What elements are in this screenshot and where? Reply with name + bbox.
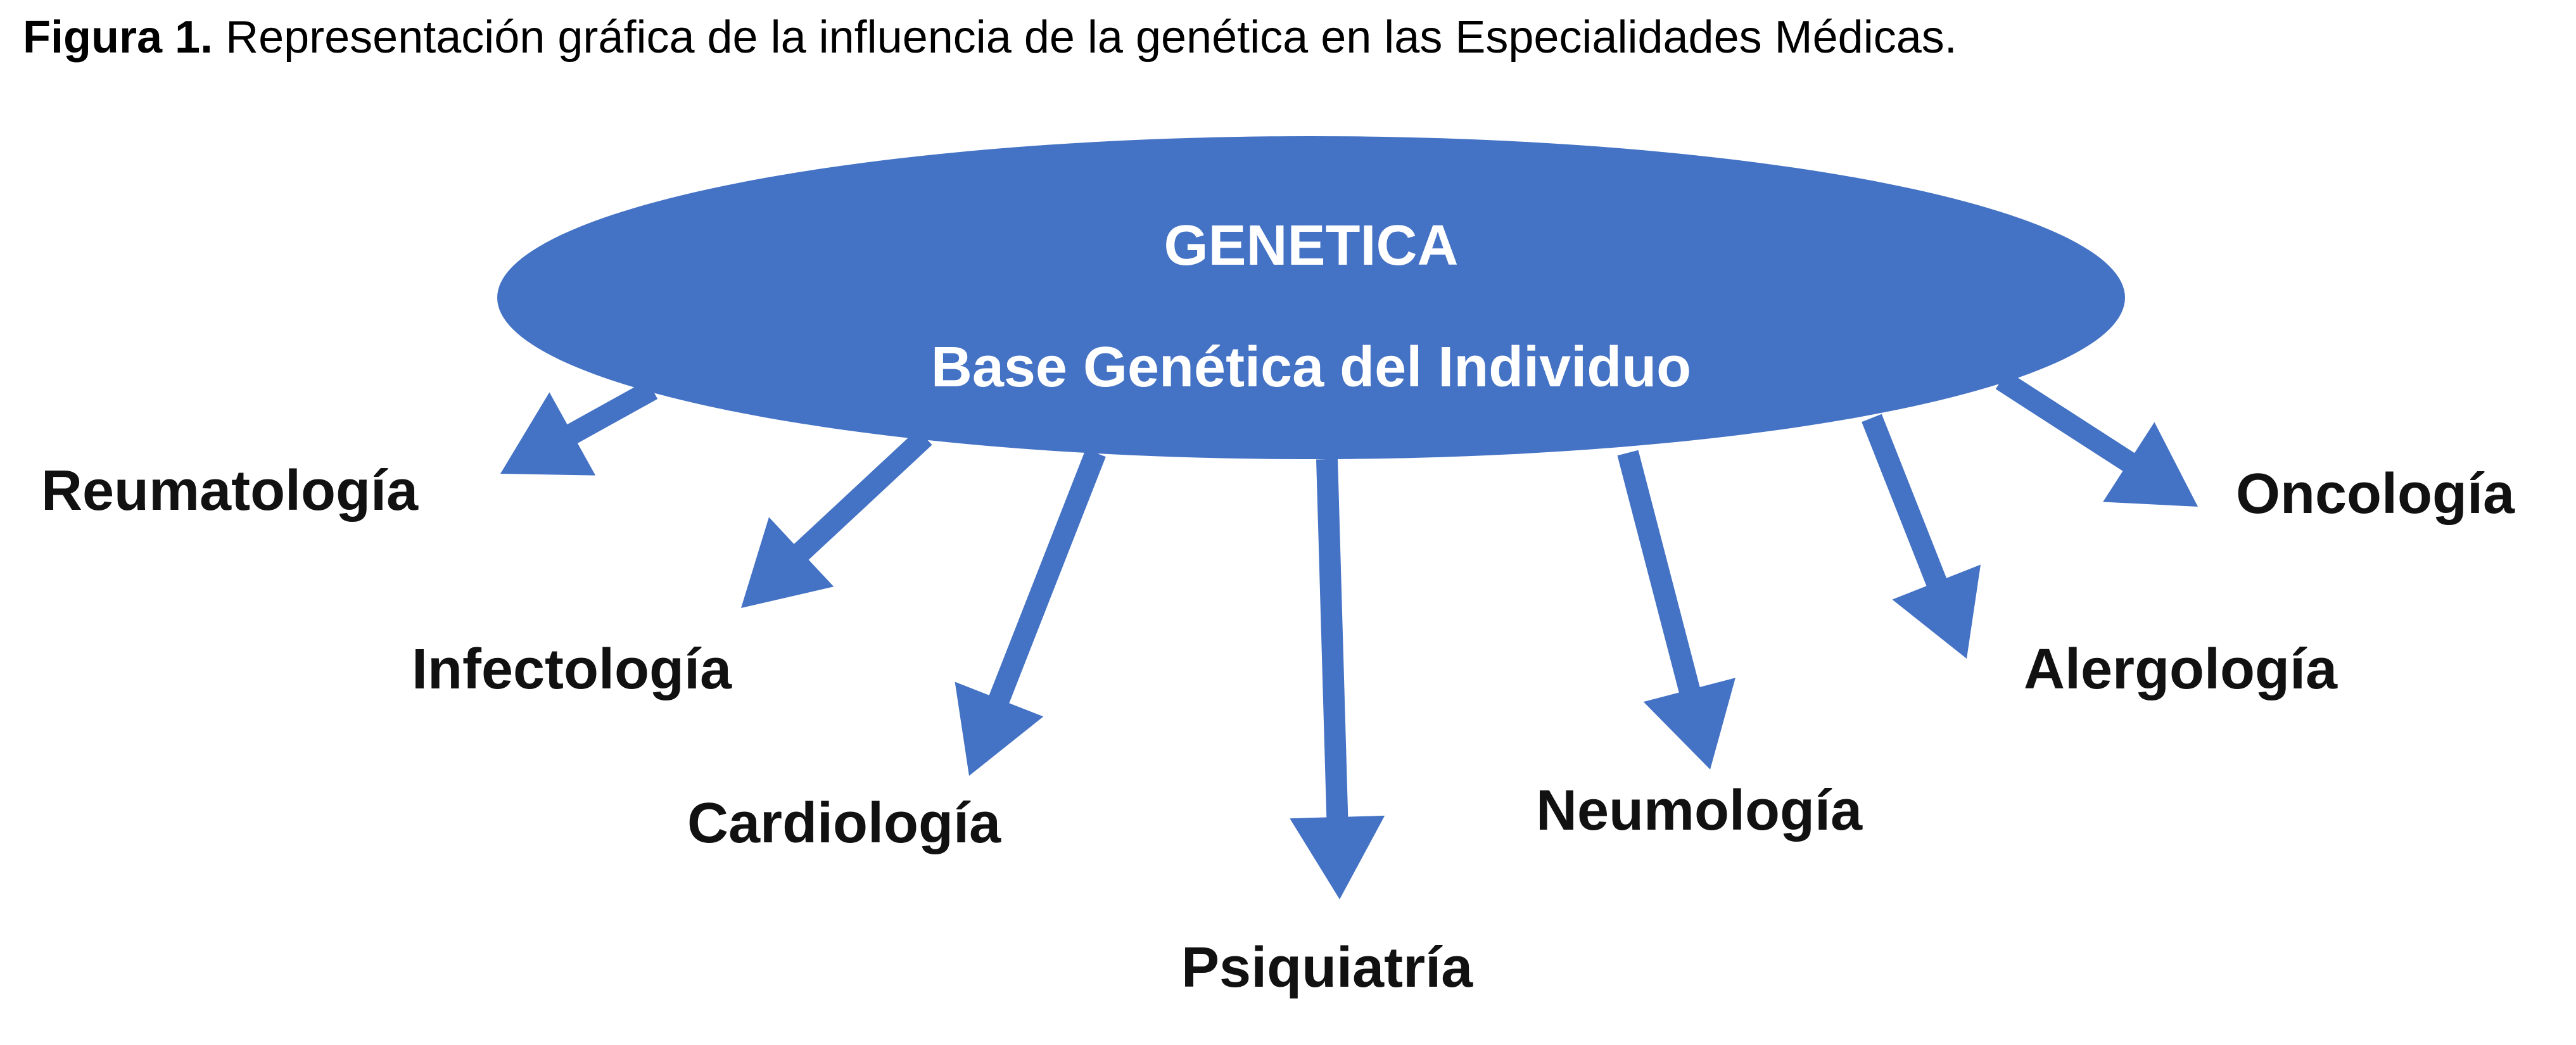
arrow-to-oncologia: [1995, 370, 2198, 507]
center-title: GENETICA: [1164, 214, 1458, 277]
arrows-group: [500, 370, 2198, 899]
figure-caption: Figura 1. Representación gráfica de la i…: [23, 11, 1957, 63]
caption-label: Figura 1.: [23, 12, 213, 63]
arrow-to-cardiologia: [955, 448, 1106, 776]
specialty-alergologia: Alergología: [2024, 638, 2338, 701]
arrow-to-neumologia: [1617, 450, 1735, 770]
specialty-cardiologia: Cardiología: [687, 792, 1001, 855]
center-subtitle: Base Genética del Individuo: [931, 336, 1691, 399]
arrow-to-alergologia: [1862, 414, 1981, 659]
arrow-to-reumatologia: [500, 380, 658, 476]
specialty-psiquiatria: Psiquiatría: [1181, 936, 1473, 999]
arrow-to-infectologia: [741, 429, 932, 608]
specialty-neumologia: Neumología: [1536, 779, 1863, 842]
specialty-reumatologia: Reumatología: [41, 459, 419, 522]
specialty-oncologia: Oncología: [2236, 462, 2515, 526]
caption-text: Representación gráfica de la influencia …: [213, 12, 1957, 63]
specialty-infectologia: Infectología: [412, 638, 732, 701]
genetica-ellipse: [497, 136, 2125, 459]
arrow-to-psiquiatria: [1290, 459, 1385, 899]
